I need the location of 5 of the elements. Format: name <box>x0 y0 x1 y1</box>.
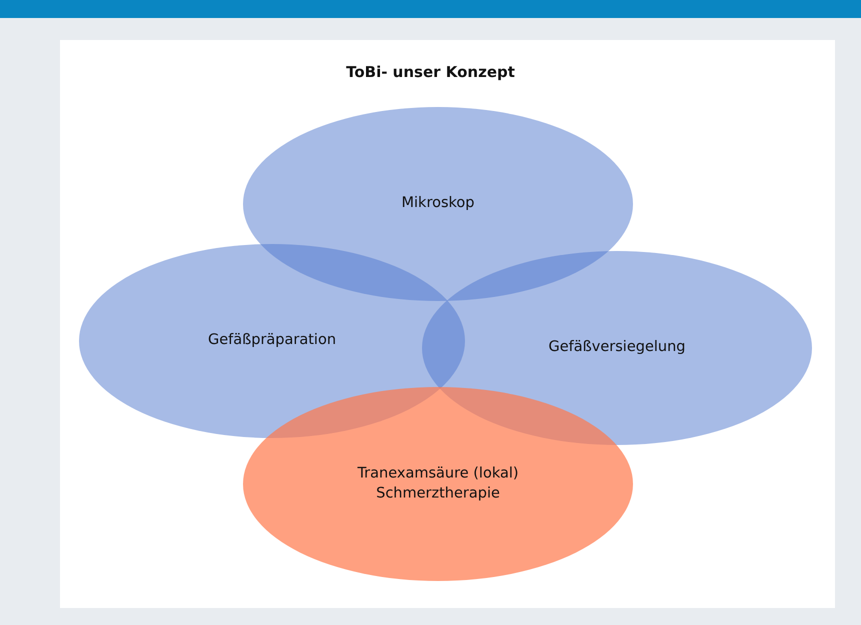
ellipse-label: Mikroskop <box>400 194 476 214</box>
diagram-title: ToBi- unser Konzept <box>345 63 516 81</box>
ellipse-label: Tranexamsäure (lokal) Schmerztherapie <box>356 464 520 503</box>
ellipse-label: Gefäßpräparation <box>206 331 338 350</box>
ellipse-label: Gefäßversiegelung <box>548 338 686 358</box>
